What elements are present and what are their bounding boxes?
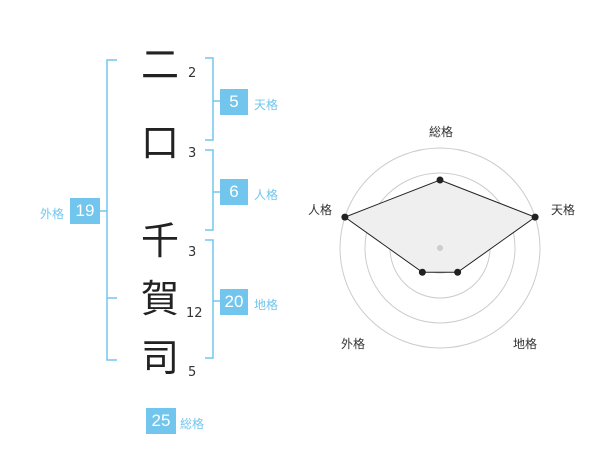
radar-shape bbox=[343, 179, 537, 273]
name-char-5: 司 bbox=[140, 336, 179, 380]
tenkaku-value-badge: 5 bbox=[220, 89, 248, 115]
radar-label-soukaku: 総格 bbox=[428, 125, 453, 139]
gaikaku-value-badge: 19 bbox=[70, 198, 100, 224]
radar-points bbox=[341, 176, 539, 276]
chikaku-value-badge: 20 bbox=[220, 289, 248, 315]
chikaku-label: 地格 bbox=[254, 298, 279, 312]
radar-point-1 bbox=[436, 176, 444, 184]
jinkaku-value-badge: 6 bbox=[220, 179, 248, 205]
name-char-1: 二 bbox=[140, 43, 179, 87]
radar-label-jinkaku: 人格 bbox=[307, 203, 332, 217]
stroke-count-5: 5 bbox=[188, 365, 197, 380]
radar-label-chikaku: 地格 bbox=[512, 337, 537, 351]
soukaku-label: 総格 bbox=[180, 417, 205, 431]
stroke-count-2: 3 bbox=[188, 146, 197, 161]
radar-point-3 bbox=[454, 268, 462, 276]
radar-point-5 bbox=[341, 213, 349, 221]
radar-ring bbox=[339, 147, 541, 349]
stroke-count-4: 12 bbox=[186, 306, 203, 321]
radar-label-gaikaku: 外格 bbox=[340, 337, 365, 351]
soukaku-value-badge: 25 bbox=[146, 408, 176, 434]
gaikaku-bracket bbox=[106, 59, 117, 361]
gaikaku-label: 外格 bbox=[40, 207, 65, 221]
stroke-count-1: 2 bbox=[188, 66, 197, 81]
radar-label-tenkaku: 天格 bbox=[550, 203, 575, 217]
radar-point-4 bbox=[418, 268, 426, 276]
jinkaku-bracket bbox=[205, 149, 214, 231]
radar-point-2 bbox=[531, 213, 539, 221]
jinkaku-label: 人格 bbox=[254, 188, 279, 202]
chikaku-bracket bbox=[205, 239, 214, 359]
tenkaku-bracket bbox=[205, 57, 214, 141]
name-char-3: 千 bbox=[140, 219, 179, 263]
radar-ring bbox=[364, 172, 516, 324]
name-char-4: 賀 bbox=[140, 277, 179, 321]
radar-center-dot bbox=[437, 245, 443, 251]
stroke-count-3: 3 bbox=[188, 245, 197, 260]
name-char-2: 口 bbox=[140, 121, 179, 165]
tenkaku-label: 天格 bbox=[254, 98, 279, 112]
